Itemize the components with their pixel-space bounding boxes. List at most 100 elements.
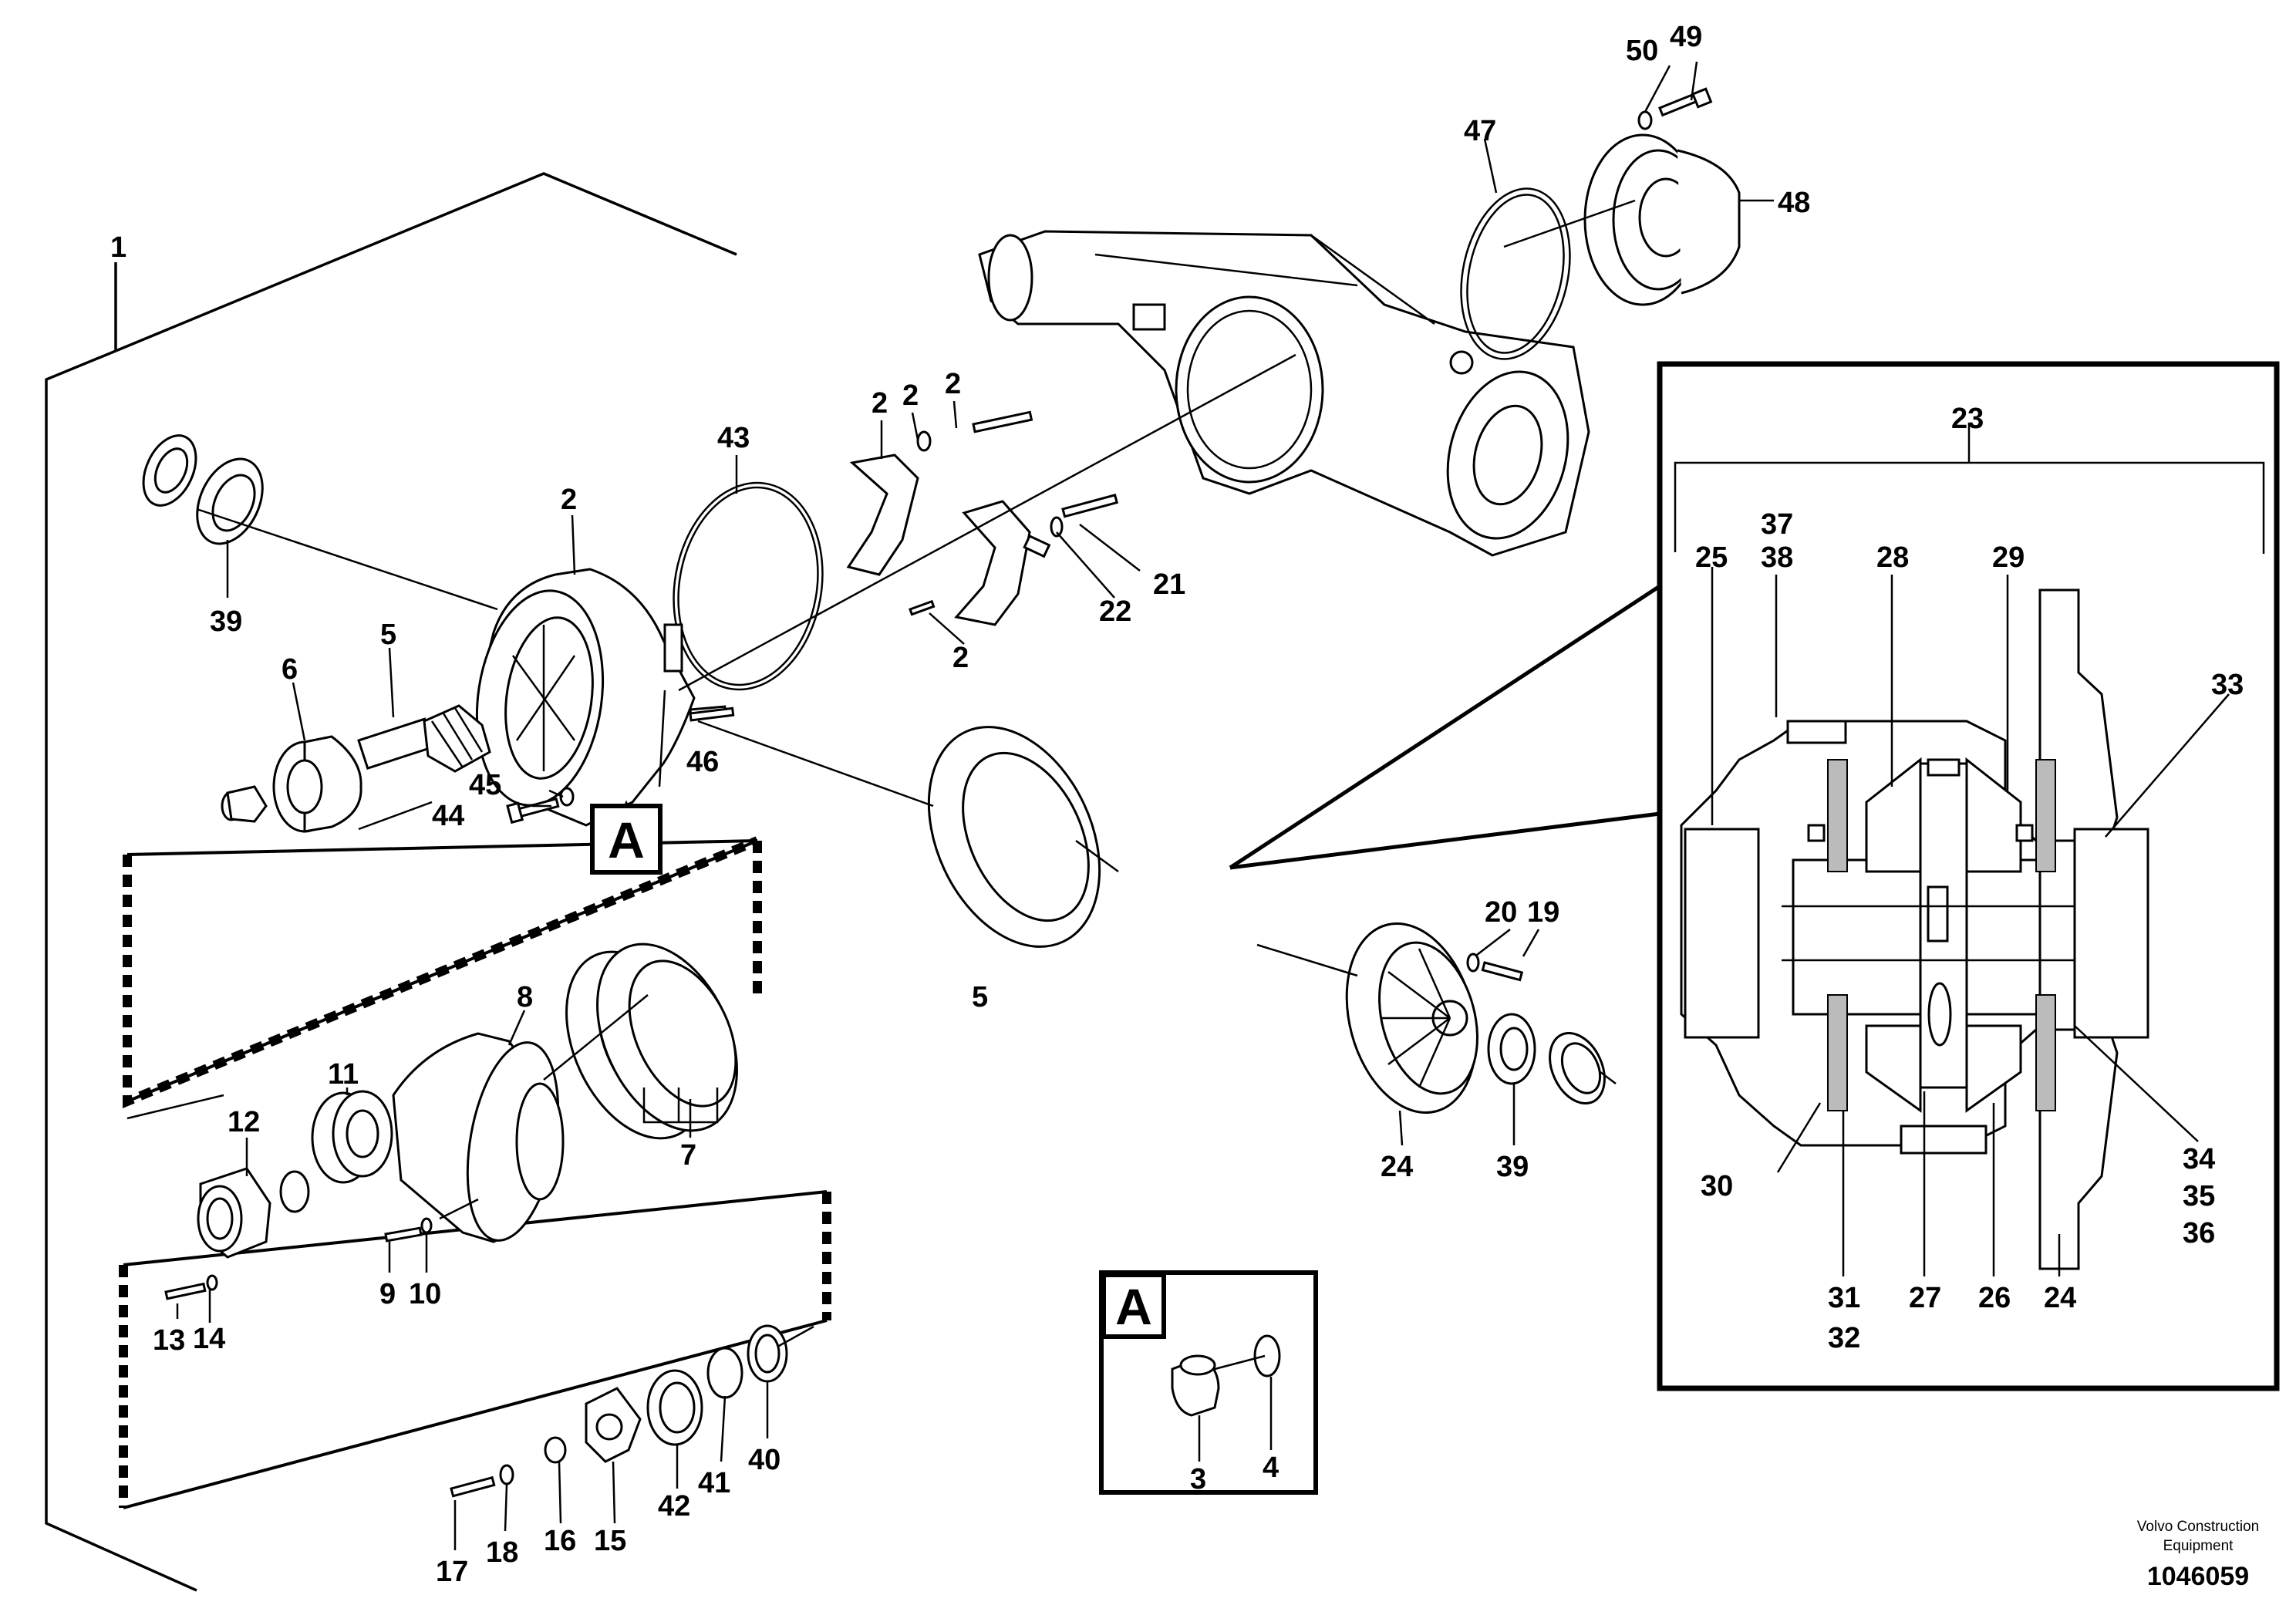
callout-5-crown: 5: [972, 981, 988, 1013]
section-detail-box: [1229, 361, 2280, 1391]
callout-43: 43: [717, 422, 750, 454]
callout-leaders: [114, 61, 2230, 1550]
screw-13: [164, 1282, 207, 1300]
dowel-pin-46: [689, 706, 735, 722]
callout-16: 16: [544, 1525, 576, 1557]
cover-flange-48: [1583, 133, 1741, 306]
callout-31: 31: [1828, 1282, 1860, 1314]
callout-26: 26: [1978, 1282, 2011, 1314]
callout-4: 4: [1263, 1452, 1279, 1484]
seal-right: [1549, 1031, 1606, 1105]
callout-25: 25: [1695, 541, 1728, 574]
detail-marker-letter: A: [608, 811, 645, 868]
screw-44: [506, 797, 560, 824]
callout-11: 11: [328, 1058, 359, 1091]
callout-20: 20: [1485, 896, 1517, 929]
detail-box-A: A: [1099, 1270, 1318, 1495]
callout-45: 45: [469, 769, 501, 801]
callout-2-cap-b: 2: [902, 379, 919, 412]
leader-lines: [126, 199, 1636, 1347]
adjusting-nut-12: [197, 1167, 271, 1259]
callout-37: 37: [1761, 508, 1793, 541]
washer-16: [544, 1436, 567, 1464]
differential-carrier-2: [475, 568, 727, 827]
callout-32: 32: [1828, 1322, 1860, 1354]
footer-document-number: 1046059: [2147, 1562, 2249, 1591]
bearing-6: [221, 735, 362, 833]
callout-8: 8: [517, 981, 533, 1013]
bearing-39-right: [1487, 1013, 1536, 1085]
callout-27: 27: [1909, 1282, 1941, 1314]
pinion-5: [357, 704, 491, 773]
callout-21: 21: [1153, 568, 1185, 601]
callout-18: 18: [486, 1536, 518, 1569]
footer-company-line2: Equipment: [2163, 1538, 2234, 1554]
o-ring-47: [1460, 187, 1571, 360]
callout-2-cap-c: 2: [945, 368, 961, 400]
axle-housing: [978, 230, 1590, 557]
screw-9: [384, 1226, 423, 1243]
callout-24-exploded: 24: [1381, 1151, 1413, 1183]
callout-36: 36: [2183, 1217, 2215, 1249]
seal-42: [646, 1369, 703, 1446]
callout-40: 40: [748, 1444, 781, 1476]
o-ring-43: [673, 481, 824, 691]
callout-34: 34: [2183, 1143, 2215, 1175]
callout-15: 15: [594, 1525, 626, 1557]
callout-2-carrier: 2: [561, 484, 577, 516]
callout-7: 7: [680, 1139, 696, 1172]
callout-22: 22: [1099, 595, 1131, 628]
callout-10: 10: [409, 1278, 441, 1310]
callout-48: 48: [1778, 187, 1810, 219]
bearing-40: [747, 1324, 788, 1383]
crown-wheel-5: [927, 726, 1101, 948]
seal-39-top: [142, 434, 264, 545]
washer-12: [279, 1170, 310, 1213]
footer: Volvo Construction Equipment 1046059: [2137, 1519, 2259, 1591]
callout-1: 1: [110, 231, 126, 264]
callout-39-right: 39: [1496, 1151, 1529, 1183]
screw-19: [1481, 961, 1524, 982]
seal-41: [706, 1347, 743, 1399]
detail-marker-A: A: [590, 800, 663, 875]
callout-9: 9: [379, 1278, 396, 1310]
assembly-1-bracket: [45, 172, 737, 1592]
bearing-11: [311, 1090, 393, 1184]
callout-46: 46: [686, 746, 719, 778]
detail-box-letter: A: [1115, 1278, 1152, 1335]
washer-18: [499, 1464, 514, 1485]
callout-41: 41: [698, 1467, 730, 1499]
callout-30: 30: [1701, 1170, 1733, 1202]
callout-29: 29: [1992, 541, 2025, 574]
callout-19: 19: [1527, 896, 1559, 929]
washer-14: [206, 1274, 218, 1291]
callout-13: 13: [153, 1324, 185, 1357]
washer-50: [1637, 110, 1653, 130]
callout-50: 50: [1626, 35, 1658, 67]
callout-44: 44: [432, 800, 464, 832]
callout-24-section: 24: [2044, 1282, 2076, 1314]
washer-10: [420, 1217, 433, 1234]
callout-28: 28: [1876, 541, 1909, 574]
callout-14: 14: [193, 1323, 225, 1355]
callout-33: 33: [2211, 669, 2244, 701]
diff-half-24: [1345, 922, 1478, 1114]
callout-35: 35: [2183, 1180, 2215, 1212]
callout-42: 42: [658, 1490, 690, 1523]
screw-17: [450, 1475, 496, 1498]
callout-2-cap-d: 2: [952, 642, 969, 674]
footer-company-line1: Volvo Construction: [2137, 1519, 2259, 1535]
friction-discs-7: [565, 943, 738, 1140]
callout-23: 23: [1951, 403, 1984, 435]
callout-39-top: 39: [210, 605, 242, 638]
callout-6: 6: [282, 653, 298, 686]
diff-case-8: [392, 1032, 565, 1243]
callout-38: 38: [1761, 541, 1793, 574]
washer-20: [1466, 953, 1480, 973]
bearing-caps: [846, 410, 1119, 626]
callout-12: 12: [228, 1106, 260, 1138]
callout-47: 47: [1464, 115, 1496, 147]
callout-2-cap-a: 2: [872, 387, 888, 420]
callout-labels: 1 2 2 2 2 2 3 4 5 5 6 7 8 9 10 11 12 13 …: [110, 21, 2244, 1588]
